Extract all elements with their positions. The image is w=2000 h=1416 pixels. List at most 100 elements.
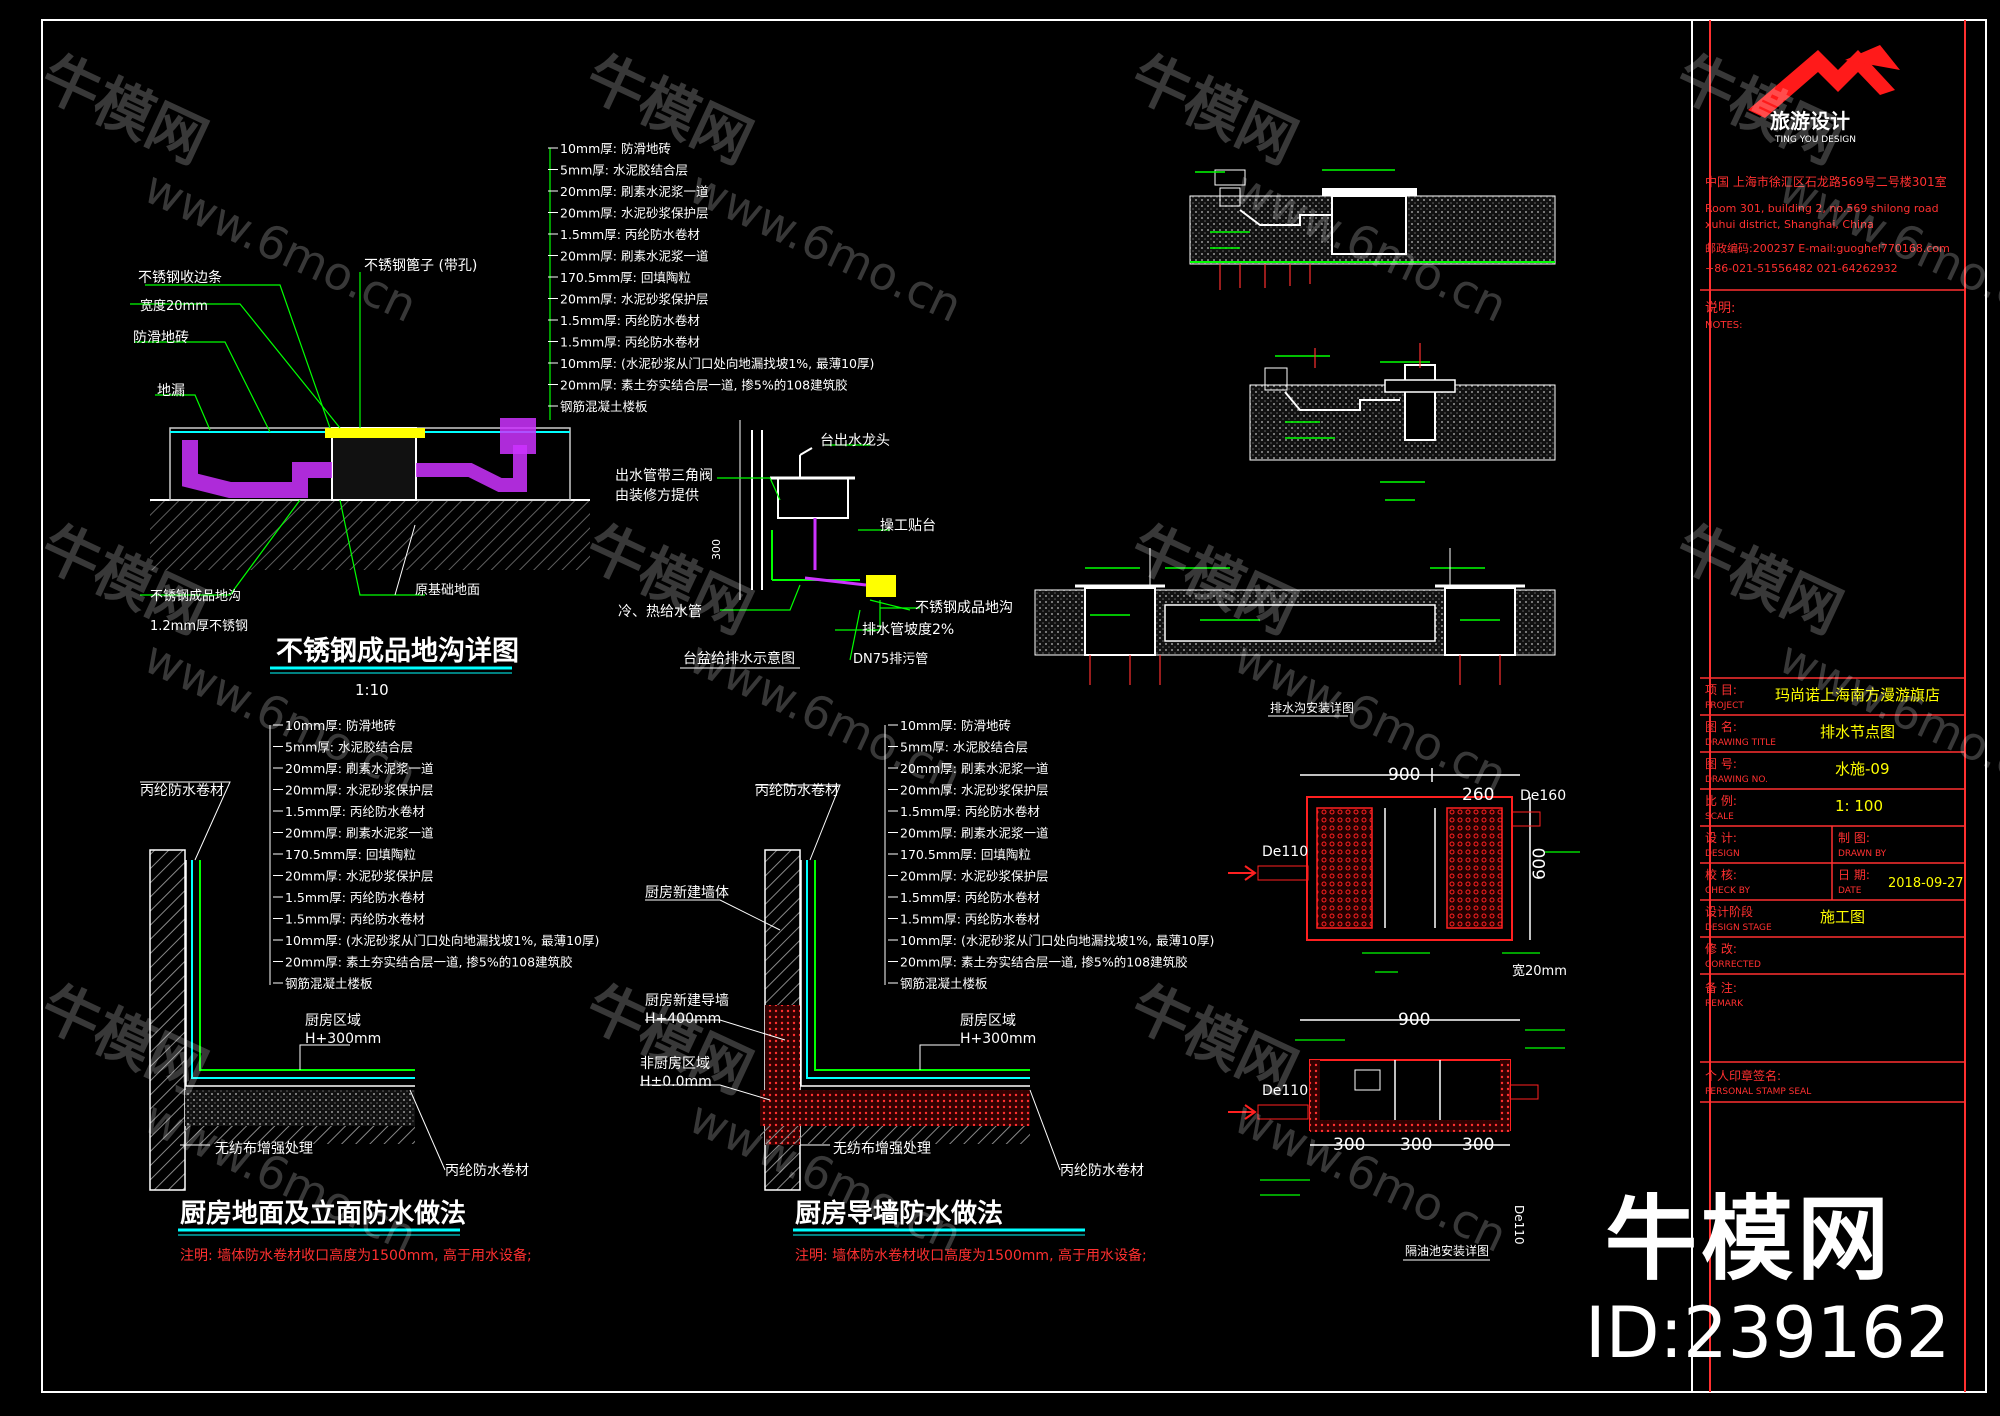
drawing-no-value: 水施-09 xyxy=(1835,760,1890,778)
check-label: 校 核: xyxy=(1705,867,1737,882)
remark-label-en: REMARK xyxy=(1705,999,1744,1009)
layer-item: 钢筋混凝土楼板 xyxy=(560,399,648,414)
section-dim-300-a: 300 xyxy=(1333,1135,1365,1155)
date-label-en: DATE xyxy=(1838,886,1862,896)
label-basin-trench: 不锈钢成品地沟 xyxy=(915,600,1013,616)
remark-label: 备 注: xyxy=(1705,980,1737,995)
layer-item: 20mm厚: 水泥砂浆保护层 xyxy=(560,206,708,221)
label-trench: 不锈钢成品地沟 xyxy=(150,589,241,604)
logo-name: 旅游设计 xyxy=(1770,109,1850,133)
brand-id: ID:239162 xyxy=(1585,1292,1951,1374)
layer-item: 1.5mm厚: 丙纶防水卷材 xyxy=(285,804,425,819)
label-slope: 排水管坡度2% xyxy=(862,622,954,638)
label-zone-6: 厨房区域 xyxy=(960,1013,1016,1029)
drawing-no-label: 图 号: xyxy=(1705,757,1737,771)
date-label: 日 期: xyxy=(1838,868,1870,882)
address-en-1: Room 301, building 2, no.569 shilong roa… xyxy=(1705,202,1939,215)
layer-item: 10mm厚: (水泥砂浆从门口处向地漏找坡1%, 最薄10厚) xyxy=(560,356,874,371)
stamp-label: 个人印章签名: xyxy=(1705,1068,1781,1083)
detail1-title: 不锈钢成品地沟详图 xyxy=(276,635,519,667)
date-value: 2018-09-27 xyxy=(1888,876,1964,891)
label-guide-6: 厨房新建导墙 xyxy=(645,993,729,1009)
layer-item: 20mm厚: 水泥砂浆保护层 xyxy=(900,869,1048,884)
label-faucet: 台出水龙头 xyxy=(820,433,890,449)
layer-item: 钢筋混凝土楼板 xyxy=(285,976,373,991)
project-value: 玛尚诺上海南方漫游旗店 xyxy=(1775,686,1940,704)
detail4-title: 隔油池安装详图 xyxy=(1405,1243,1489,1258)
label-thickness: 1.2mm厚不锈钢 xyxy=(150,619,248,634)
corrected-label: 修 改: xyxy=(1705,941,1737,956)
layer-item: 1.5mm厚: 丙纶防水卷材 xyxy=(560,313,700,328)
layer-list-detail6: 10mm厚: 防滑地砖 5mm厚: 水泥胶结合层 20mm厚: 刷素水泥浆一道 20m… xyxy=(888,718,1214,991)
layer-item: 1.5mm厚: 丙纶防水卷材 xyxy=(900,804,1040,819)
section-dim-900: 900 xyxy=(1398,1010,1430,1030)
label-antiskid: 防滑地砖 xyxy=(133,329,189,346)
stamp-label-en: PERSONAL STAMP SEAL xyxy=(1705,1087,1811,1097)
layer-item: 20mm厚: 刷素水泥浆一道 xyxy=(560,249,709,264)
detail5-title: 厨房地面及立面防水做法 xyxy=(180,1198,466,1229)
contact-phone: +86-021-51556482 021-64262932 xyxy=(1705,262,1898,275)
contact-email: 邮政编码:200237 E-mail:guoghel770168.com xyxy=(1705,241,1950,255)
layer-item: 20mm厚: 刷素水泥浆一道 xyxy=(900,826,1049,841)
layer-item: 1.5mm厚: 丙纶防水卷材 xyxy=(285,890,425,905)
label-membrane2-5: 丙纶防水卷材 xyxy=(445,1163,529,1179)
detail-drain-installation: 排水沟安装详图 xyxy=(1034,169,1556,717)
scale-label: 比 例: xyxy=(1705,794,1737,808)
layer-item: 20mm厚: 水泥砂浆保护层 xyxy=(900,783,1048,798)
label-width: 宽度20mm xyxy=(140,298,208,314)
layer-item: 170.5mm厚: 回填陶粒 xyxy=(900,847,1031,862)
stage-value: 施工图 xyxy=(1820,908,1865,926)
drawn-label: 制 图: xyxy=(1838,831,1870,845)
label-height-6: H+300mm xyxy=(960,1031,1036,1047)
section-pipe-out: De110 xyxy=(1512,1205,1526,1245)
corrected-label-en: CORRECTED xyxy=(1705,960,1761,970)
plan-pipe-out: De160 xyxy=(1520,788,1566,804)
label-drain: 地漏 xyxy=(157,383,185,399)
layer-item: 20mm厚: 水泥砂浆保护层 xyxy=(285,869,433,884)
label-membrane-6: 丙纶防水卷材 xyxy=(755,783,839,799)
label-zone-5: 厨房区域 xyxy=(305,1013,361,1029)
notes-label: 说明: xyxy=(1705,301,1735,316)
title-block: 旅游设计 TING YOU DESIGN 中国 上海市徐汇区石龙路569号二号楼… xyxy=(1700,45,1965,1103)
drawn-label-en: DRAWN BY xyxy=(1838,849,1887,859)
stage-label-en: DESIGN STAGE xyxy=(1705,923,1772,933)
label-hot-cold: 冷、热给水管 xyxy=(618,604,702,620)
layer-item: 20mm厚: 素土夯实结合层一道, 掺5%的108建筑胶 xyxy=(900,955,1188,970)
scale-label-en: SCALE xyxy=(1705,812,1734,822)
layer-item: 20mm厚: 素土夯实结合层一道, 掺5%的108建筑胶 xyxy=(285,955,573,970)
design-label: 设 计: xyxy=(1705,831,1737,845)
detail6-title: 厨房导墙防水做法 xyxy=(795,1199,1003,1229)
layer-item: 1.5mm厚: 丙纶防水卷材 xyxy=(900,912,1040,927)
layer-item: 10mm厚: 防滑地砖 xyxy=(900,718,1011,733)
layer-item: 20mm厚: 刷素水泥浆一道 xyxy=(560,184,709,199)
brand-overlay: 牛模网 ID:239162 xyxy=(1585,1165,1950,1374)
label-edge-strip: 不锈钢收边条 xyxy=(138,269,222,286)
label-membrane-5: 丙纶防水卷材 xyxy=(140,783,224,799)
label-basin-dim: 300 xyxy=(710,539,723,560)
layer-item: 20mm厚: 刷素水泥浆一道 xyxy=(285,826,434,841)
layer-item: 1.5mm厚: 丙纶防水卷材 xyxy=(900,890,1040,905)
layer-item: 20mm厚: 水泥砂浆保护层 xyxy=(560,292,708,307)
plan-dim-600: 600 xyxy=(1530,848,1550,880)
section-dim-300-b: 300 xyxy=(1400,1135,1432,1155)
scale-value: 1: 100 xyxy=(1835,797,1883,815)
layer-item: 1.5mm厚: 丙纶防水卷材 xyxy=(560,227,700,242)
plan-dim-900: 900 xyxy=(1388,765,1420,785)
drawing-title-label-en: DRAWING TITLE xyxy=(1705,738,1776,748)
layer-item: 10mm厚: (水泥砂浆从门口处向地漏找坡1%, 最薄10厚) xyxy=(285,933,599,948)
layer-item: 5mm厚: 水泥胶结合层 xyxy=(900,740,1028,755)
layer-item: 10mm厚: 防滑地砖 xyxy=(285,718,396,733)
label-nonkitchen-h-6: H±0.0mm xyxy=(640,1074,712,1090)
layer-item: 20mm厚: 水泥砂浆保护层 xyxy=(285,783,433,798)
label-base: 原基础地面 xyxy=(415,583,480,598)
label-counter: 操工贴台 xyxy=(880,518,936,534)
brand-name: 牛模网 xyxy=(1605,1186,1894,1293)
detail6-note: 注明: 墙体防水卷材收口高度为1500mm, 高于用水设备; xyxy=(795,1247,1147,1264)
drawing-no-label-en: DRAWING NO. xyxy=(1705,775,1768,785)
address-en-2: xuhui district, Shanghai, China xyxy=(1705,218,1874,231)
detail-guide-wall-waterproof: 10mm厚: 防滑地砖 5mm厚: 水泥胶结合层 20mm厚: 刷素水泥浆一道 20m… xyxy=(640,718,1214,1264)
layer-item: 20mm厚: 刷素水泥浆一道 xyxy=(285,761,434,776)
check-label-en: CHECK BY xyxy=(1705,886,1750,896)
